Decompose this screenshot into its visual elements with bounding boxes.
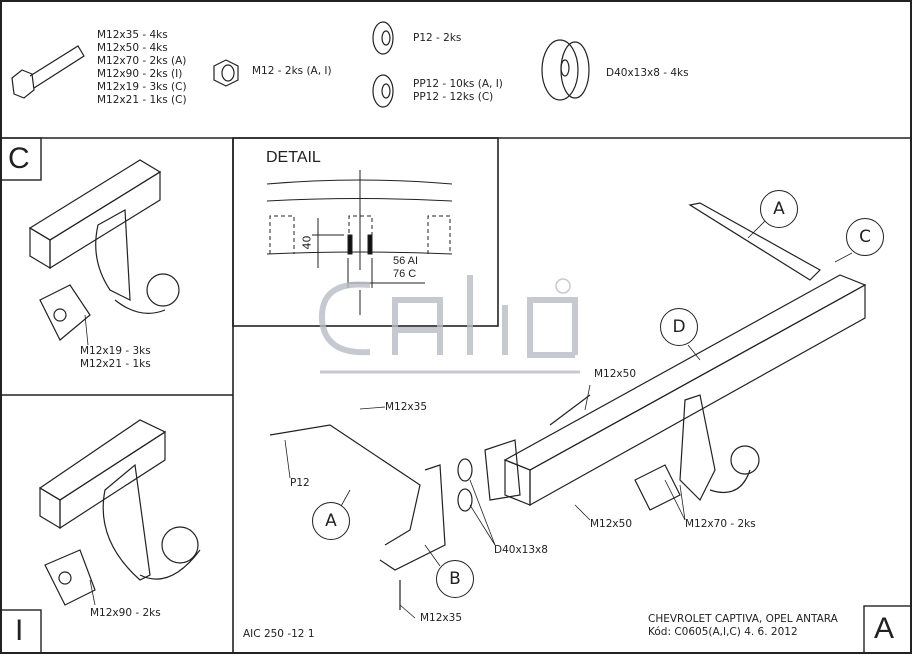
bolt-item: M12x90 - 2ks (I) <box>97 68 183 80</box>
detail-dim-c: 76 C <box>393 268 417 280</box>
vehicle-name: CHEVROLET CAPTIVA, OPEL ANTARA <box>648 613 838 625</box>
label-p12: P12 <box>290 477 310 489</box>
drawing-code: AIC 250 -12 1 <box>243 628 315 640</box>
label-m12x35-top: M12x35 <box>385 401 427 413</box>
callout-d: D <box>660 308 698 346</box>
washer-p12-icon <box>372 21 394 55</box>
bolt-item: M12x35 - 4ks <box>97 29 168 41</box>
hitch-i-drawing <box>38 419 201 606</box>
label-m12x50-bottom: M12x50 <box>590 518 632 530</box>
callout-a-top: A <box>760 190 798 228</box>
galia-logo <box>318 275 580 374</box>
panel-i-label: M12x90 - 2ks <box>90 607 161 619</box>
detail-drawing <box>266 170 453 315</box>
label-m12x50-top: M12x50 <box>594 368 636 380</box>
product-code: Kód: C0605(A,I,C) 4. 6. 2012 <box>648 626 798 638</box>
detail-frame <box>232 137 499 327</box>
detail-dim-width: 56 AI 76 C <box>393 255 418 281</box>
washer-p12-label: P12 - 2ks <box>413 32 462 44</box>
bolt-item: M12x21 - 1ks (C) <box>97 94 187 106</box>
washer-pp12-item: PP12 - 10ks (A, I) <box>413 78 503 90</box>
main-assembly <box>269 202 867 610</box>
bolt-icon <box>11 45 85 99</box>
bolt-item: M12x19 - 3ks (C) <box>97 81 187 93</box>
detail-title: DETAIL <box>266 149 321 166</box>
washer-pp12-label: PP12 - 10ks (A, I) PP12 - 12ks (C) <box>413 78 503 104</box>
panel-c-label: M12x19 - 3ks <box>80 345 151 357</box>
label-m12x70: M12x70 - 2ks <box>685 518 756 530</box>
panel-i-letter: I <box>15 614 24 647</box>
panel-c-letter: C <box>8 142 30 175</box>
title-block: CHEVROLET CAPTIVA, OPEL ANTARA Kód: C060… <box>648 613 838 639</box>
washer-d40-icon <box>541 39 590 101</box>
bolt-item: M12x50 - 4ks <box>97 42 168 54</box>
callout-c: C <box>846 218 884 256</box>
nut-icon <box>213 59 239 87</box>
panel-c-label: M12x21 - 1ks <box>80 358 151 370</box>
detail-dim-ai: 56 AI <box>393 255 419 267</box>
callout-b: B <box>436 560 474 598</box>
panel-c-labels: M12x19 - 3ks M12x21 - 1ks <box>80 345 151 371</box>
bolt-item: M12x70 - 2ks (A) <box>97 55 187 67</box>
bolt-list: M12x35 - 4ks M12x50 - 4ks M12x70 - 2ks (… <box>97 29 187 107</box>
washer-d40-label: D40x13x8 - 4ks <box>606 67 689 79</box>
detail-dim-height: 40 <box>300 235 314 250</box>
variant-letter: A <box>874 612 895 645</box>
washer-pp12-icon <box>372 74 394 108</box>
label-m12x35-bottom: M12x35 <box>420 612 462 624</box>
nut-label: M12 - 2ks (A, I) <box>252 65 332 77</box>
leader-lines <box>84 217 853 619</box>
washer-pp12-item: PP12 - 12ks (C) <box>413 91 494 103</box>
hitch-c-drawing <box>28 159 180 341</box>
label-d40: D40x13x8 <box>494 544 548 556</box>
callout-a-bottom: A <box>312 502 350 540</box>
